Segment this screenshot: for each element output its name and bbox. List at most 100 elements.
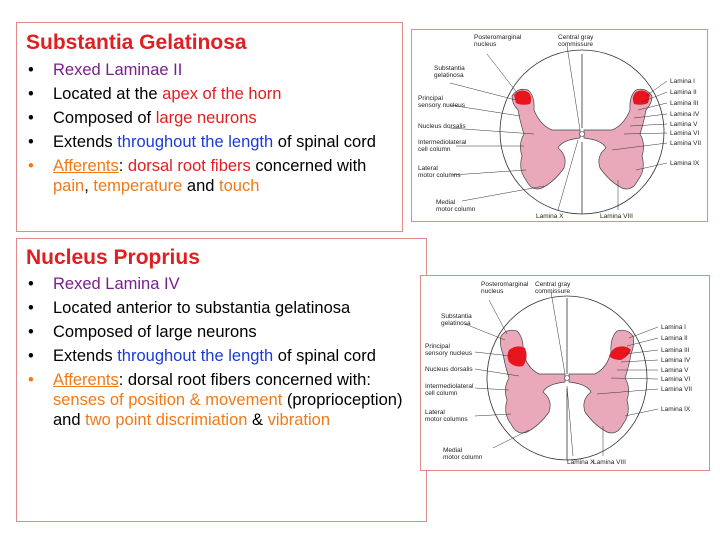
bullet-dot: • <box>28 323 34 341</box>
section-title-substantia: Substantia Gelatinosa <box>26 31 247 54</box>
bullet-dot: • <box>28 157 34 175</box>
bullet-text: two point discrimiation <box>85 411 248 429</box>
bullet-list-substantia: • Rexed Laminae II • Located at the apex of… <box>26 60 396 200</box>
bullet-dot: • <box>28 109 34 127</box>
lamina-labels-right: Lamina I Lamina II Lamina III Lamina IV … <box>670 78 701 167</box>
bullet-text: Afferents <box>53 371 119 389</box>
label-lamina: Lamina II <box>670 89 697 96</box>
bullet-text: of spinal cord <box>273 133 376 151</box>
bullet-item: •Afferents: dorsal root fibers concerned… <box>26 156 396 196</box>
central-canal <box>579 131 585 137</box>
bullet-text: and <box>182 177 220 195</box>
label-lamina: Lamina II <box>661 335 688 342</box>
bullet-text: (proprioception) and <box>53 391 403 429</box>
bullet-item: • Located at the apex of the horn <box>26 84 396 104</box>
bullet-text: Composed of large neurons <box>53 323 257 341</box>
label-lamina: Lamina III <box>661 347 690 354</box>
substantia-gelatinosa-left <box>514 90 532 105</box>
substantia-gelatinosa-right <box>632 90 650 105</box>
bullet-dot: • <box>28 299 34 317</box>
label-lamina-viii: Lamina VIII <box>600 213 633 220</box>
bullet-text: Extends <box>53 133 118 151</box>
label-lamina: Lamina V <box>661 367 689 374</box>
substantia-gelatinosa-box: Substantia Gelatinosa •Rexed Laminae II•… <box>16 22 403 232</box>
bullet-item: • Extends throughout the length of spinal… <box>26 346 421 366</box>
bullet-item: • Composed of large neurons <box>26 322 421 342</box>
label-lamina-x: Lamina X <box>536 213 564 220</box>
bullet-text: pain <box>53 177 85 195</box>
bullet-item: • Extends throughout the length of spinal… <box>26 132 396 152</box>
label-lamina: Lamina I <box>661 324 686 331</box>
bullet-text: Afferents <box>53 157 119 175</box>
label-lamina: Lamina VI <box>661 376 690 383</box>
bullet-item: • Located anterior to substantia gelatino… <box>26 298 421 318</box>
bullet-text: & <box>247 411 268 429</box>
label-dorsalis: Nucleus dorsalis <box>425 366 473 373</box>
bullet-dot: • <box>28 85 34 103</box>
bullet-text: : <box>118 157 128 175</box>
bullet-text: Located at the <box>53 85 163 103</box>
bullet-text: Located anterior to substantia gelatinos… <box>53 299 351 317</box>
label-lamina: Lamina VI <box>670 130 699 137</box>
bullet-list-nucleus-proprius: • Rexed Lamina IV • Located anterior to sub… <box>26 274 421 434</box>
bullet-dot: • <box>28 347 34 365</box>
bullet-text: of spinal cord <box>273 347 376 365</box>
gray-matter-right <box>583 88 653 190</box>
label-lamina: Lamina IV <box>661 357 691 364</box>
bullet-item: • Rexed Lamina IV <box>26 274 421 294</box>
bullet-text: , <box>84 177 94 195</box>
label-lamina: Lamina VII <box>661 386 692 393</box>
bullet-text: touch <box>219 177 260 195</box>
label-lamina: Lamina VII <box>670 140 701 147</box>
bullet-text: : dorsal root fibers concerned with: <box>118 371 371 389</box>
bullet-item: •Composed of large neurons <box>26 108 396 128</box>
label-lamina: Lamina IV <box>670 111 700 118</box>
bullet-text: throughout the length <box>117 133 274 151</box>
label-dorsalis: Nucleus dorsalis <box>418 123 466 130</box>
bullet-item: •Afferents: dorsal root fibers concerned… <box>26 370 421 430</box>
bullet-text: throughout the length <box>117 347 274 365</box>
label-lamina: Lamina IX <box>661 406 691 413</box>
nucleus-proprius-box: Nucleus Proprius • Rexed Lamina IV • Locate… <box>16 238 427 522</box>
bullet-dot: • <box>28 61 34 79</box>
label-lamina: Lamina III <box>670 100 699 107</box>
label-lamina-x: Lamina X <box>567 459 595 466</box>
gray-matter-left <box>511 88 581 190</box>
bullet-text: vibration <box>267 411 331 429</box>
bullet-dot: • <box>28 275 34 293</box>
section-title-nucleus-proprius: Nucleus Proprius <box>26 246 200 269</box>
label-lamina: Lamina IX <box>670 160 700 167</box>
label-lamina-viii: Lamina VIII <box>593 459 626 466</box>
bullet-text: dorsal root fibers <box>127 157 251 175</box>
bullet-text: Rexed Laminae II <box>53 61 183 79</box>
bullet-item: • Rexed Laminae II <box>26 60 396 80</box>
central-canal <box>564 375 570 381</box>
label-lamina: Lamina I <box>670 78 695 85</box>
bullet-text: Composed of <box>53 109 156 127</box>
bullet-dot: • <box>28 133 34 151</box>
bullet-text: temperature <box>93 177 183 195</box>
label-lamina: Lamina V <box>670 121 698 128</box>
bullet-text: senses of position & movement <box>53 391 283 409</box>
bullet-text: Extends <box>53 347 118 365</box>
bullet-text: apex of the horn <box>162 85 282 103</box>
lamina-labels-right: Lamina I Lamina II Lamina III Lamina IV … <box>661 324 692 413</box>
bullet-text: Rexed Lamina IV <box>53 275 180 293</box>
